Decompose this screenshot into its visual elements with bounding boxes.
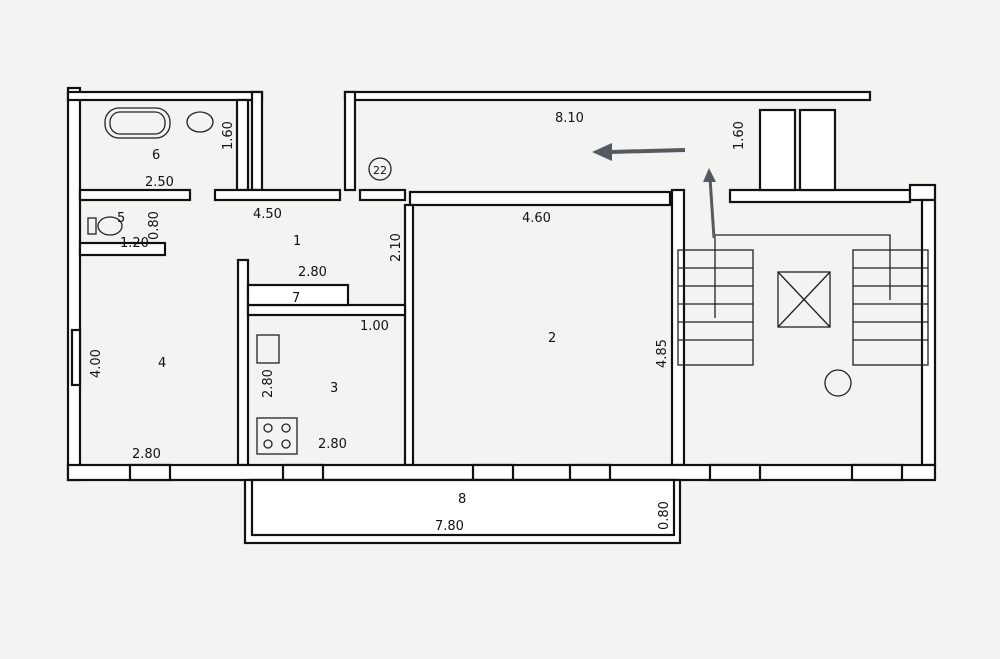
room8-number: 8 [458,492,466,507]
kitchen-sink-icon [256,334,280,364]
stair-path [714,234,891,318]
room1-length: 4.50 [253,207,282,222]
stove-icon [256,417,298,455]
room3-number: 3 [330,381,338,396]
corridor-number-circle [368,157,392,181]
room6-depth: 1.60 [221,121,236,150]
bathtub-icon [104,107,171,139]
room7-length: 2.80 [298,265,327,280]
room1-width: 2.10 [389,233,404,262]
room3-width: 2.80 [318,437,347,452]
room5-depth: 0.80 [147,211,162,240]
room7-number: 7 [292,291,300,306]
room4-width: 2.80 [132,447,161,462]
room8-width: 0.80 [657,501,672,530]
arrow-icon [609,148,686,154]
room4-depth: 4.00 [89,349,104,378]
column-icon [824,369,852,397]
toilet-icon [87,216,123,236]
room5-number: 5 [117,211,125,226]
sink-icon [186,111,214,133]
room2-depth: 4.85 [655,339,670,368]
walls [66,86,937,545]
room3-depth: 2.80 [261,369,276,398]
room2-width: 4.60 [522,211,551,226]
room5-width: 1.20 [120,236,149,251]
corridor-length: 8.10 [555,111,584,126]
room7-width: 1.00 [360,319,389,334]
corridor-width: 1.60 [732,121,747,150]
room1-number: 1 [293,234,301,249]
room6-width: 2.50 [145,175,174,190]
elevator-shaft-icon [777,271,831,328]
corridor-number: 22 [373,164,387,177]
room8-length: 7.80 [435,519,464,534]
room2-number: 2 [548,331,556,346]
room6-number: 6 [152,148,160,163]
room4-number: 4 [158,356,166,371]
